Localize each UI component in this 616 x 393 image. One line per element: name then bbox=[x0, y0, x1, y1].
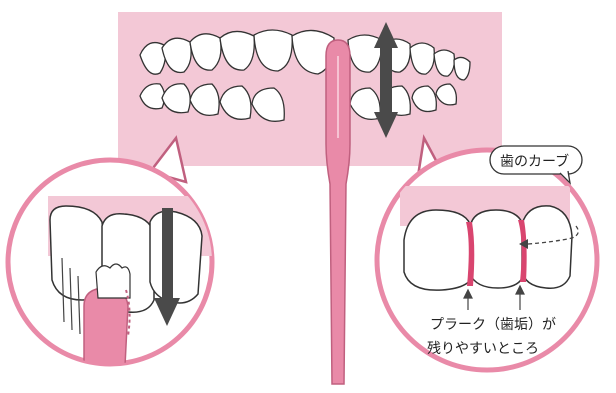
left-brush-bristles bbox=[96, 264, 130, 298]
tooth-curve-label: 歯のカーブ bbox=[500, 151, 569, 171]
toothbrush bbox=[326, 40, 350, 384]
left-brush-handle bbox=[84, 288, 128, 386]
plaque-label-line2: 残りやすいところ bbox=[427, 338, 539, 358]
plaque-label-line1: プラーク（歯垢）が bbox=[430, 314, 556, 334]
